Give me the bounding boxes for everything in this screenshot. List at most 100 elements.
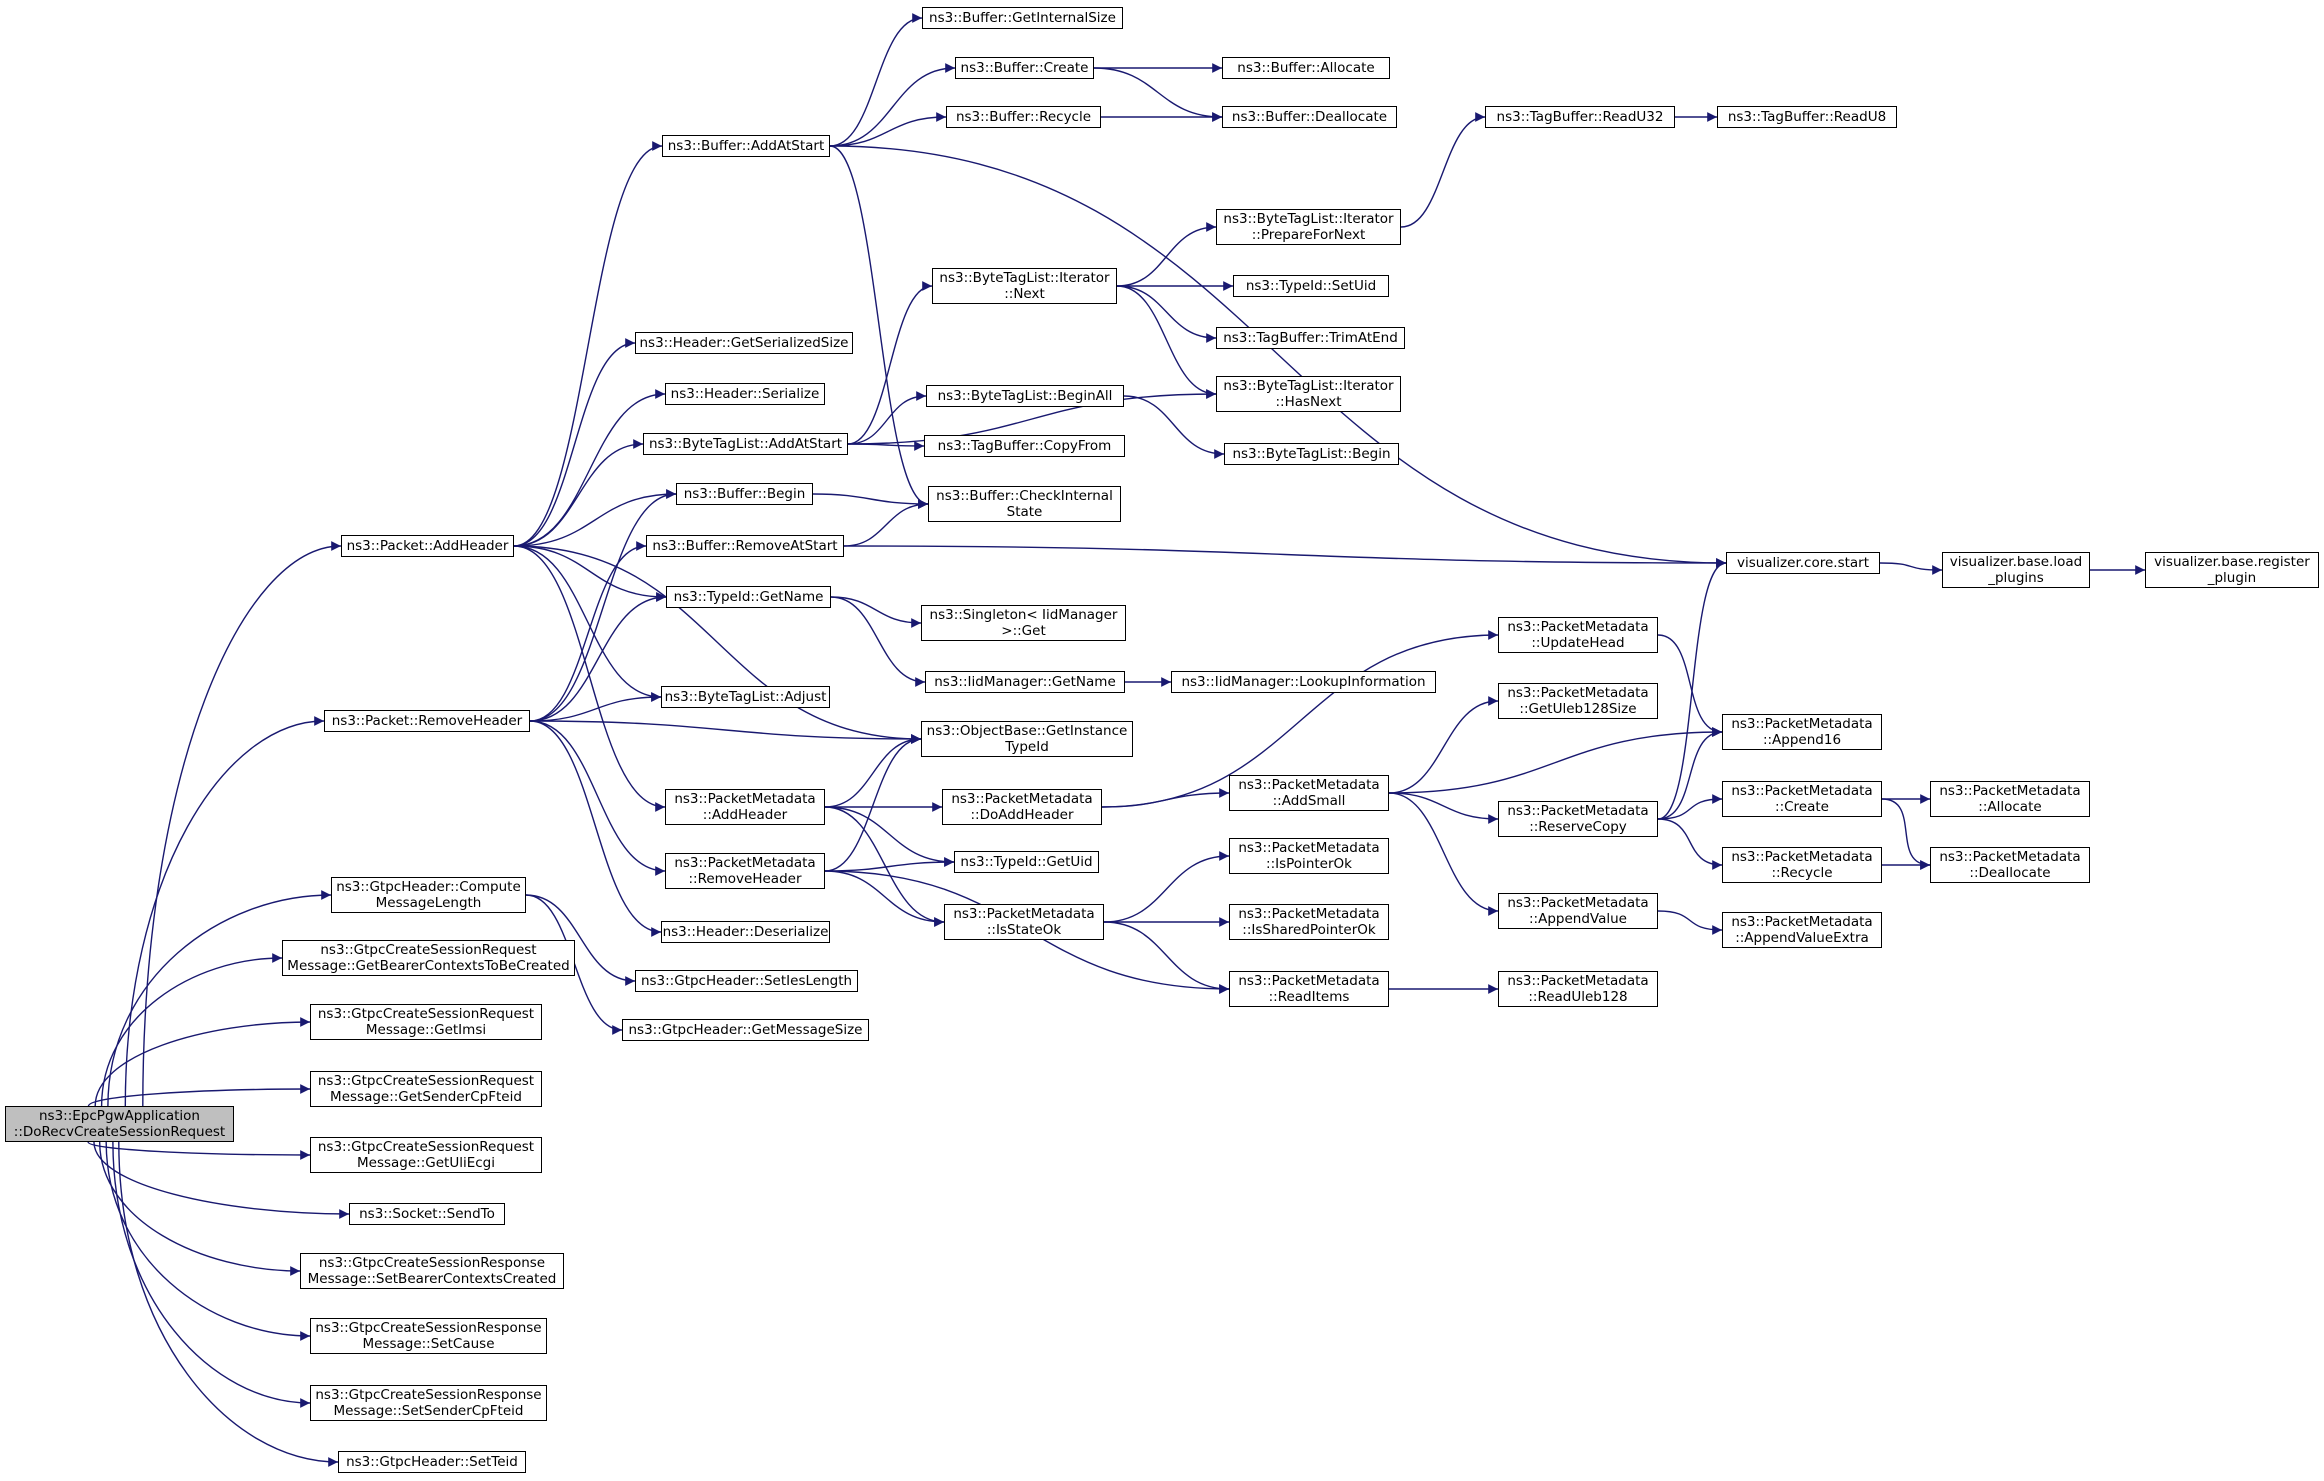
node-label: ns3::TypeId::SetUid (1245, 278, 1377, 294)
node-btl-it-preparefornext[interactable]: ns3::ByteTagList::Iterator::PrepareForNe… (1216, 209, 1401, 245)
node-pm-reservecopy[interactable]: ns3::PacketMetadata::ReserveCopy (1498, 801, 1658, 837)
node-typeid-getuid[interactable]: ns3::TypeId::GetUid (954, 851, 1099, 873)
node-tb-trimatend[interactable]: ns3::TagBuffer::TrimAtEnd (1216, 327, 1405, 349)
edge-pkt-removeheader-to-btl-adjust (529, 692, 662, 722)
node-pm-deallocate[interactable]: ns3::PacketMetadata::Deallocate (1930, 847, 2090, 883)
node-buf-getinternalsize[interactable]: ns3::Buffer::GetInternalSize (922, 7, 1123, 29)
node-hdr-getsize[interactable]: ns3::Header::GetSerializedSize (635, 332, 853, 354)
node-buf-recycle[interactable]: ns3::Buffer::Recycle (946, 106, 1101, 128)
node-pkt-addheader[interactable]: ns3::Packet::AddHeader (341, 535, 514, 557)
node-viz-register-plugin[interactable]: visualizer.base.register_plugin (2145, 552, 2319, 588)
node-btl-it-next[interactable]: ns3::ByteTagList::Iterator::Next (932, 268, 1117, 304)
node-gtpc-setieslength[interactable]: ns3::GtpcHeader::SetIesLength (635, 970, 858, 992)
node-label: ns3::PacketMetadata (674, 855, 816, 871)
node-pm-allocate[interactable]: ns3::PacketMetadata::Allocate (1930, 781, 2090, 817)
node-btl-addatstart[interactable]: ns3::ByteTagList::AddAtStart (643, 433, 848, 455)
node-pm-addheader[interactable]: ns3::PacketMetadata::AddHeader (665, 789, 825, 825)
node-buf-addatstart[interactable]: ns3::Buffer::AddAtStart (662, 135, 830, 157)
node-label: ns3::TagBuffer::CopyFrom (937, 438, 1112, 454)
node-label: ns3::TagBuffer::ReadU32 (1496, 109, 1664, 125)
node-label: ::Create (1775, 799, 1829, 815)
node-label: ns3::GtpcCreateSessionRequest (317, 1006, 535, 1022)
node-btl-adjust[interactable]: ns3::ByteTagList::Adjust (661, 686, 830, 708)
node-pm-ispointerok[interactable]: ns3::PacketMetadata::IsPointerOk (1229, 838, 1389, 874)
node-hdr-serialize[interactable]: ns3::Header::Serialize (665, 383, 825, 405)
node-singleton-get[interactable]: ns3::Singleton< IidManager>::Get (921, 605, 1126, 641)
node-socket-sendto[interactable]: ns3::Socket::SendTo (349, 1203, 505, 1225)
edge-root-to-gtpc-setteid (118, 1141, 339, 1467)
node-label: ::Next (1004, 286, 1045, 302)
node-pm-appendvalue[interactable]: ns3::PacketMetadata::AppendValue (1498, 893, 1658, 929)
node-buf-removeatstart[interactable]: ns3::Buffer::RemoveAtStart (646, 535, 844, 557)
node-label: ::DoRecvCreateSessionRequest (13, 1124, 226, 1140)
node-label: visualizer.base.load (1949, 554, 2083, 570)
node-viz-load-plugins[interactable]: visualizer.base.load_plugins (1942, 552, 2090, 588)
edge-root-to-gtpc-compute (107, 890, 332, 1107)
node-tb-copyfrom[interactable]: ns3::TagBuffer::CopyFrom (924, 435, 1125, 457)
node-label: ns3::PacketMetadata (1507, 973, 1649, 989)
node-buf-begin[interactable]: ns3::Buffer::Begin (676, 483, 813, 505)
node-buf-allocate[interactable]: ns3::Buffer::Allocate (1222, 57, 1390, 79)
node-iid-getname[interactable]: ns3::IidManager::GetName (925, 671, 1125, 693)
node-pkt-removeheader[interactable]: ns3::Packet::RemoveHeader (324, 710, 530, 732)
node-btl-begin[interactable]: ns3::ByteTagList::Begin (1224, 443, 1399, 465)
node-pm-readitems[interactable]: ns3::PacketMetadata::ReadItems (1229, 971, 1389, 1007)
node-pm-doaddheader[interactable]: ns3::PacketMetadata::DoAddHeader (942, 789, 1102, 825)
edge-pm-reservecopy-to-pm-create (1657, 794, 1723, 820)
node-iid-lookupinfo[interactable]: ns3::IidManager::LookupInformation (1171, 671, 1436, 693)
edge-buf-addatstart-to-buf-create (829, 63, 956, 147)
node-typeid-getname[interactable]: ns3::TypeId::GetName (666, 586, 831, 608)
edge-pkt-addheader-to-hdr-getsize (513, 338, 636, 547)
node-pm-addsmall[interactable]: ns3::PacketMetadata::AddSmall (1229, 775, 1389, 811)
node-pm-readuleb128[interactable]: ns3::PacketMetadata::ReadUleb128 (1498, 971, 1658, 1007)
node-viz-core-start[interactable]: visualizer.core.start (1726, 552, 1880, 574)
node-gtpc-getmsgsize[interactable]: ns3::GtpcHeader::GetMessageSize (622, 1019, 869, 1041)
node-label: ns3::Buffer::GetInternalSize (929, 10, 1116, 26)
node-label: _plugin (2207, 570, 2257, 586)
node-label: >::Get (1001, 623, 1046, 639)
edge-pm-reservecopy-to-pm-append16 (1657, 727, 1723, 820)
node-label: ns3::PacketMetadata (1939, 783, 2081, 799)
node-label: ns3::PacketMetadata (1507, 803, 1649, 819)
edge-btl-it-next-to-btl-it-hasnext (1116, 285, 1217, 399)
node-label: ns3::Buffer::Allocate (1237, 60, 1375, 76)
edge-root-to-csr-sender (87, 1084, 311, 1107)
node-buf-create[interactable]: ns3::Buffer::Create (955, 57, 1094, 79)
node-pm-isstateok[interactable]: ns3::PacketMetadata::IsStateOk (944, 904, 1104, 940)
node-pm-append16[interactable]: ns3::PacketMetadata::Append16 (1722, 714, 1882, 750)
node-pm-appendvalueextra[interactable]: ns3::PacketMetadata::AppendValueExtra (1722, 912, 1882, 948)
node-hdr-deserialize[interactable]: ns3::Header::Deserialize (661, 921, 830, 943)
node-label: ns3::EpcPgwApplication (39, 1108, 200, 1124)
node-label: ::AddSmall (1272, 793, 1346, 809)
node-label: ns3::Buffer::RemoveAtStart (652, 538, 838, 554)
edge-btl-addatstart-to-btl-beginall (847, 391, 927, 445)
node-pm-create[interactable]: ns3::PacketMetadata::Create (1722, 781, 1882, 817)
node-btl-beginall[interactable]: ns3::ByteTagList::BeginAll (926, 385, 1124, 407)
node-pm-getuleb128size[interactable]: ns3::PacketMetadata::GetUleb128Size (1498, 683, 1658, 719)
edge-pkt-addheader-to-btl-adjust (513, 545, 662, 702)
node-buf-deallocate[interactable]: ns3::Buffer::Deallocate (1222, 106, 1397, 128)
node-root[interactable]: ns3::EpcPgwApplication::DoRecvCreateSess… (5, 1106, 234, 1142)
node-label: Message::GetSenderCpFteid (330, 1089, 522, 1105)
node-label: ::IsPointerOk (1266, 856, 1352, 872)
node-typeid-setuid[interactable]: ns3::TypeId::SetUid (1233, 275, 1389, 297)
node-tb-readu8[interactable]: ns3::TagBuffer::ReadU8 (1717, 106, 1897, 128)
node-pm-issharedpointerok[interactable]: ns3::PacketMetadata::IsSharedPointerOk (1229, 904, 1389, 940)
node-pm-updatehead[interactable]: ns3::PacketMetadata::UpdateHead (1498, 617, 1658, 653)
node-pm-recycle[interactable]: ns3::PacketMetadata::Recycle (1722, 847, 1882, 883)
node-gtpc-setteid[interactable]: ns3::GtpcHeader::SetTeid (338, 1451, 526, 1473)
node-btl-it-hasnext[interactable]: ns3::ByteTagList::Iterator::HasNext (1216, 376, 1401, 412)
node-pm-removeheader[interactable]: ns3::PacketMetadata::RemoveHeader (665, 853, 825, 889)
node-label: ::DoAddHeader (970, 807, 1074, 823)
node-tb-readu32[interactable]: ns3::TagBuffer::ReadU32 (1485, 106, 1675, 128)
